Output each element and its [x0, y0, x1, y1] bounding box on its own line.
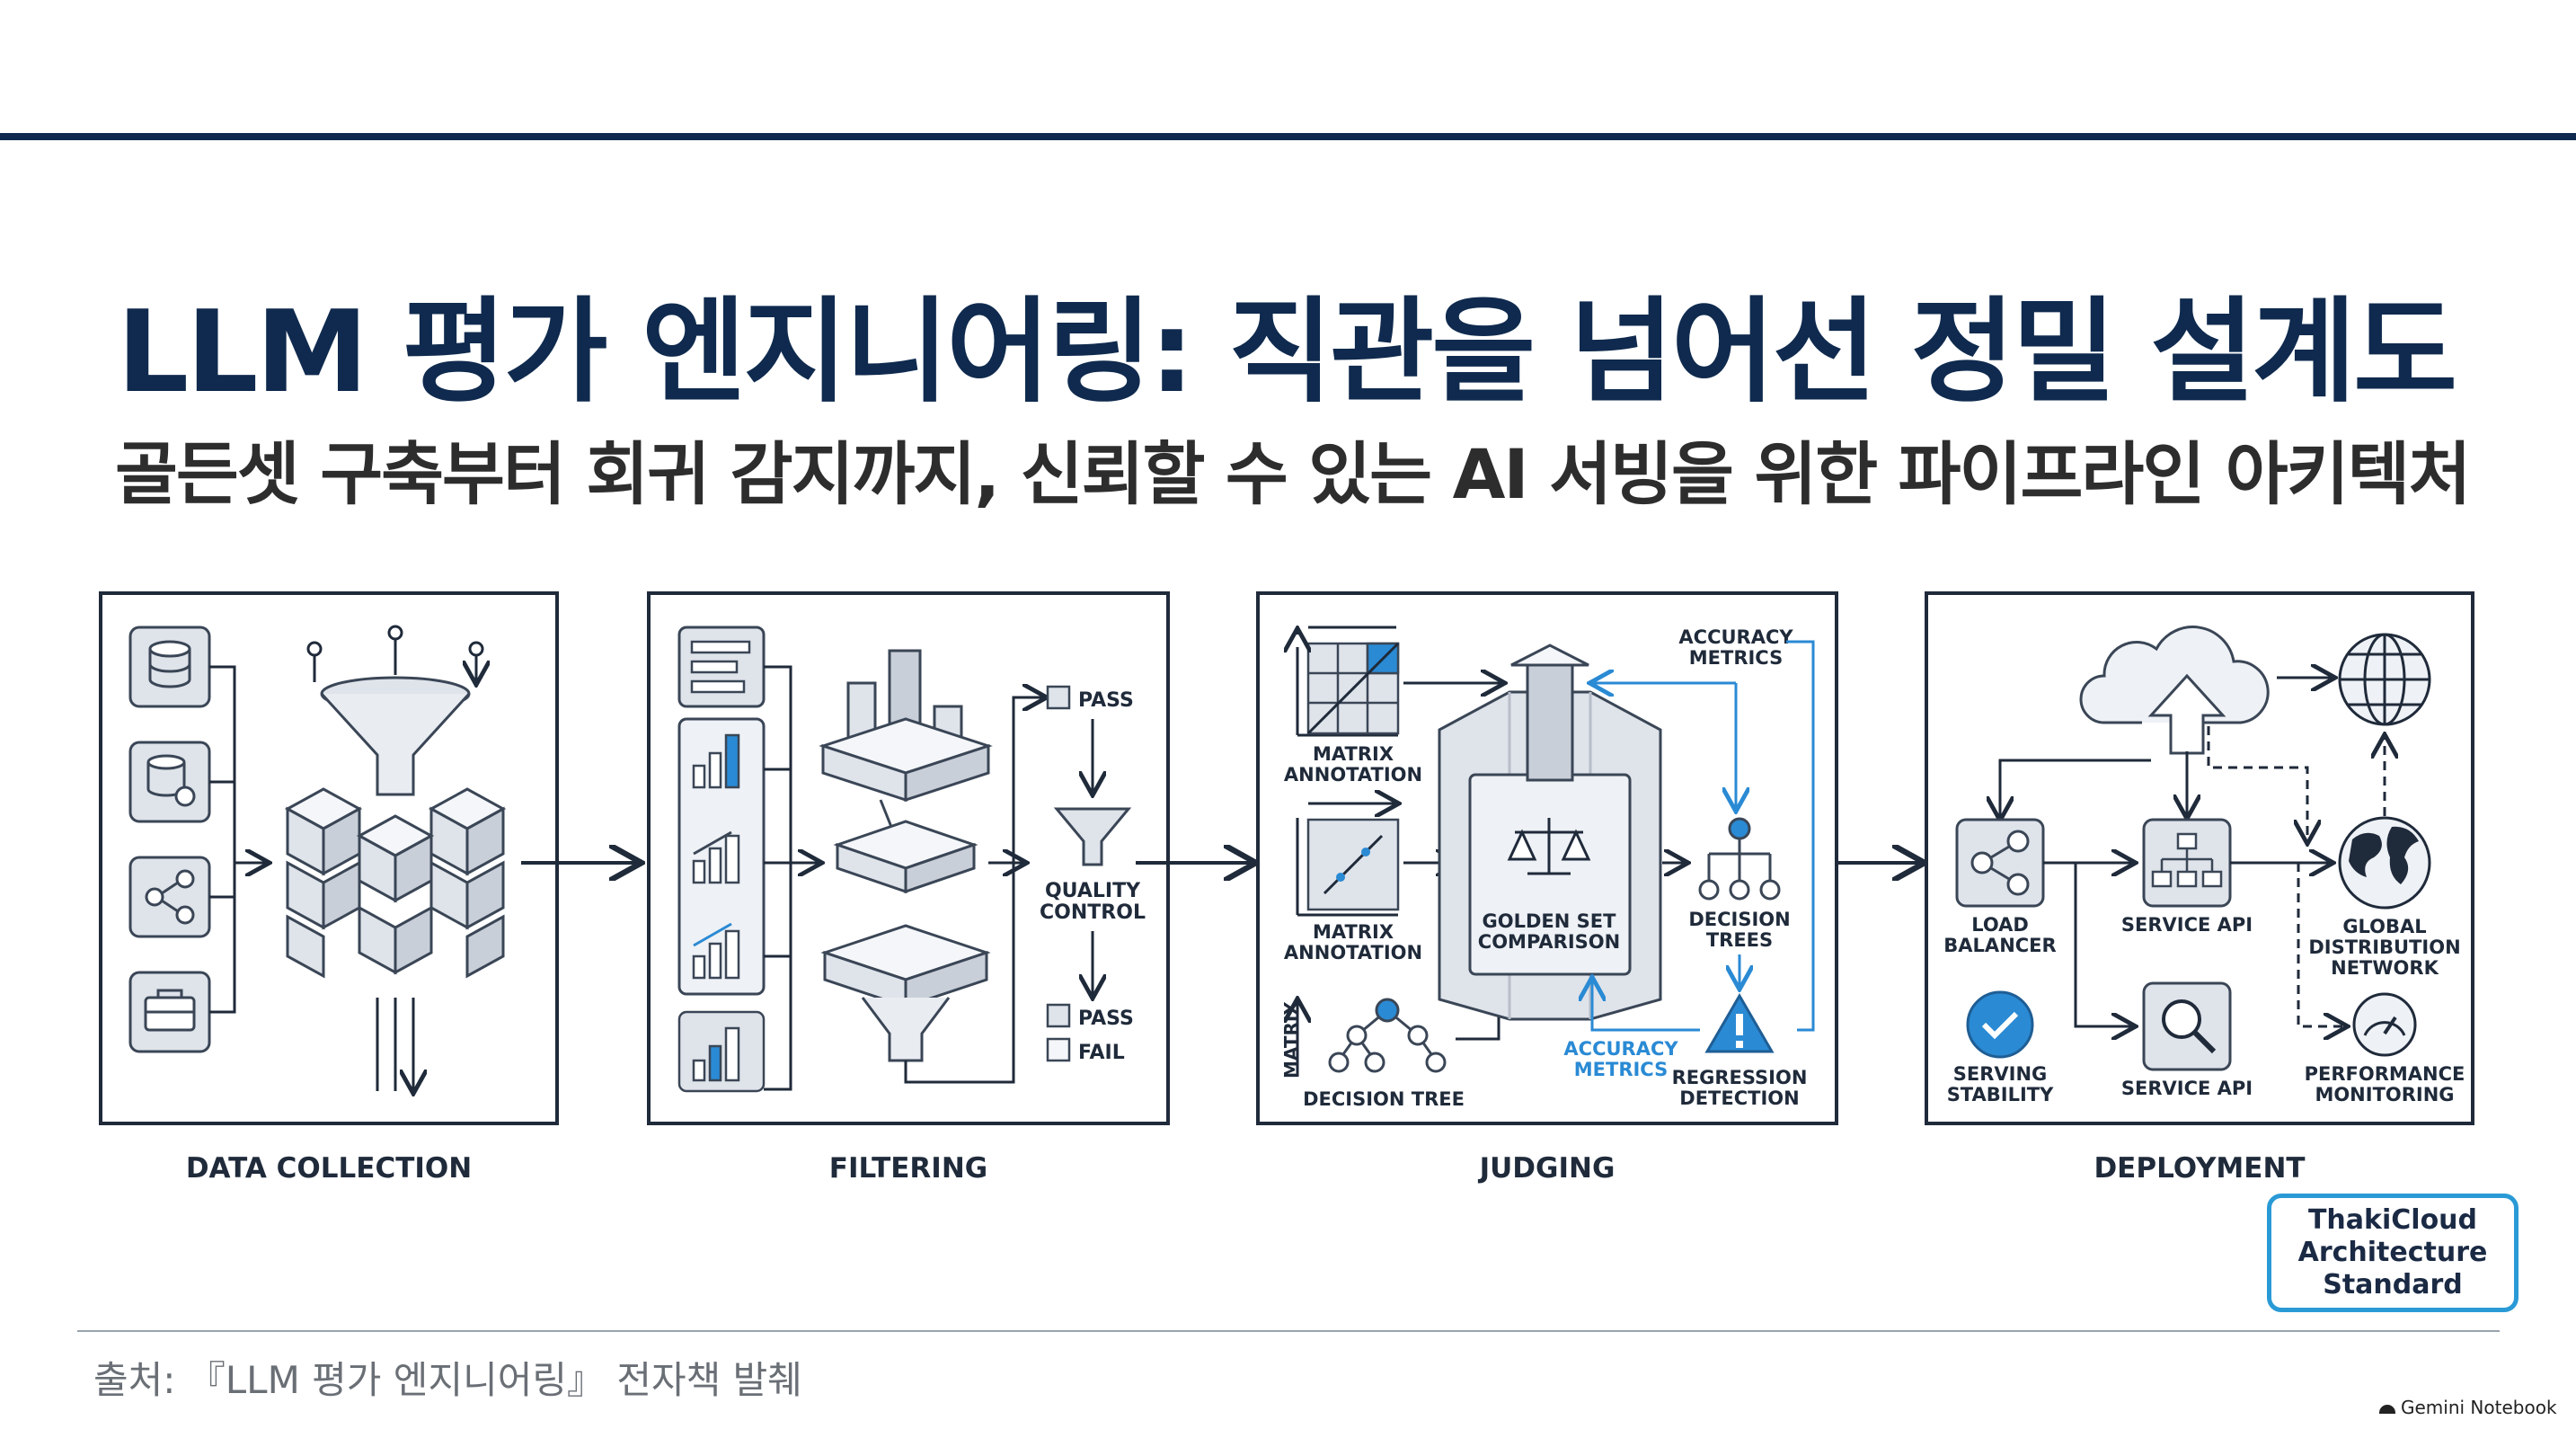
- bar-chart-blue-icon: [677, 1010, 766, 1093]
- stage-label-filtering: FILTERING: [828, 1152, 988, 1185]
- service-api-2-label: SERVICE API: [2121, 1078, 2253, 1099]
- stage-label-judging: JUDGING: [1479, 1152, 1616, 1185]
- decision-tree-label: DECISION TREE: [1303, 1088, 1465, 1110]
- matrix-grid-icon: [1296, 642, 1400, 737]
- top-rule: [0, 133, 2576, 140]
- check-circle-icon: [1966, 990, 2034, 1059]
- gauge-icon: [2352, 992, 2417, 1057]
- stage-label-data-collection: DATA COLLECTION: [185, 1152, 473, 1185]
- pass-bottom-label: PASS: [1078, 1007, 1134, 1030]
- share-nodes-icon: [128, 856, 211, 938]
- database-icon: [128, 626, 211, 708]
- page-subtitle: 골든셋 구축부터 회귀 감지까지, 신뢰할 수 있는 AI 서빙을 위한 파이프…: [115, 434, 2471, 514]
- filter-stack-icon: [819, 649, 993, 1062]
- fail-label: FAIL: [1078, 1042, 1125, 1064]
- bottom-rule: [77, 1330, 2500, 1332]
- brand-logo-icon: [2379, 1404, 2395, 1414]
- architecture-standard-badge: ThakiCloud Architecture Standard: [2267, 1194, 2518, 1312]
- database-gear-icon: [128, 741, 211, 823]
- brand-label: Gemini Notebook: [2401, 1397, 2557, 1418]
- decision-trees-icon: [1698, 817, 1781, 901]
- globe-icon: [2338, 633, 2431, 726]
- search-magnifier-icon: [2142, 981, 2232, 1071]
- badge-line-2: Architecture: [2297, 1237, 2488, 1268]
- cloud-upload-icon: [2079, 626, 2270, 755]
- pass-top-label: PASS: [1078, 689, 1134, 712]
- source-caption: 출처: 『LLM 평가 엔지니어링』 전자책 발췌: [93, 1358, 802, 1402]
- bar-chart-icon: [692, 733, 740, 980]
- badge-line-1: ThakiCloud: [2307, 1204, 2478, 1236]
- page-title: LLM 평가 엔지니어링: 직관을 넘어선 정밀 설계도: [117, 286, 2457, 418]
- scatter-plot-icon: [1296, 818, 1400, 917]
- funnel-icon: [306, 625, 482, 796]
- data-cube-cluster: [284, 787, 507, 979]
- badge-line-3: Standard: [2323, 1269, 2463, 1300]
- scales-icon: [1507, 818, 1591, 875]
- warning-icon: [1704, 993, 1775, 1053]
- brand-footer: Gemini Notebook: [2379, 1397, 2557, 1418]
- list-icon: [677, 626, 766, 708]
- load-balancer-icon: [1955, 818, 2045, 908]
- stage-label-deployment: DEPLOYMENT: [2094, 1152, 2306, 1185]
- decision-tree-icon: [1328, 998, 1447, 1073]
- quality-funnel-icon: [1053, 807, 1132, 866]
- service-api-1-label: SERVICE API: [2121, 914, 2253, 936]
- world-map-icon: [2338, 816, 2431, 910]
- trend-chart-icon: [693, 830, 732, 947]
- service-hierarchy-icon: [2142, 818, 2232, 908]
- toolbox-icon: [128, 971, 211, 1053]
